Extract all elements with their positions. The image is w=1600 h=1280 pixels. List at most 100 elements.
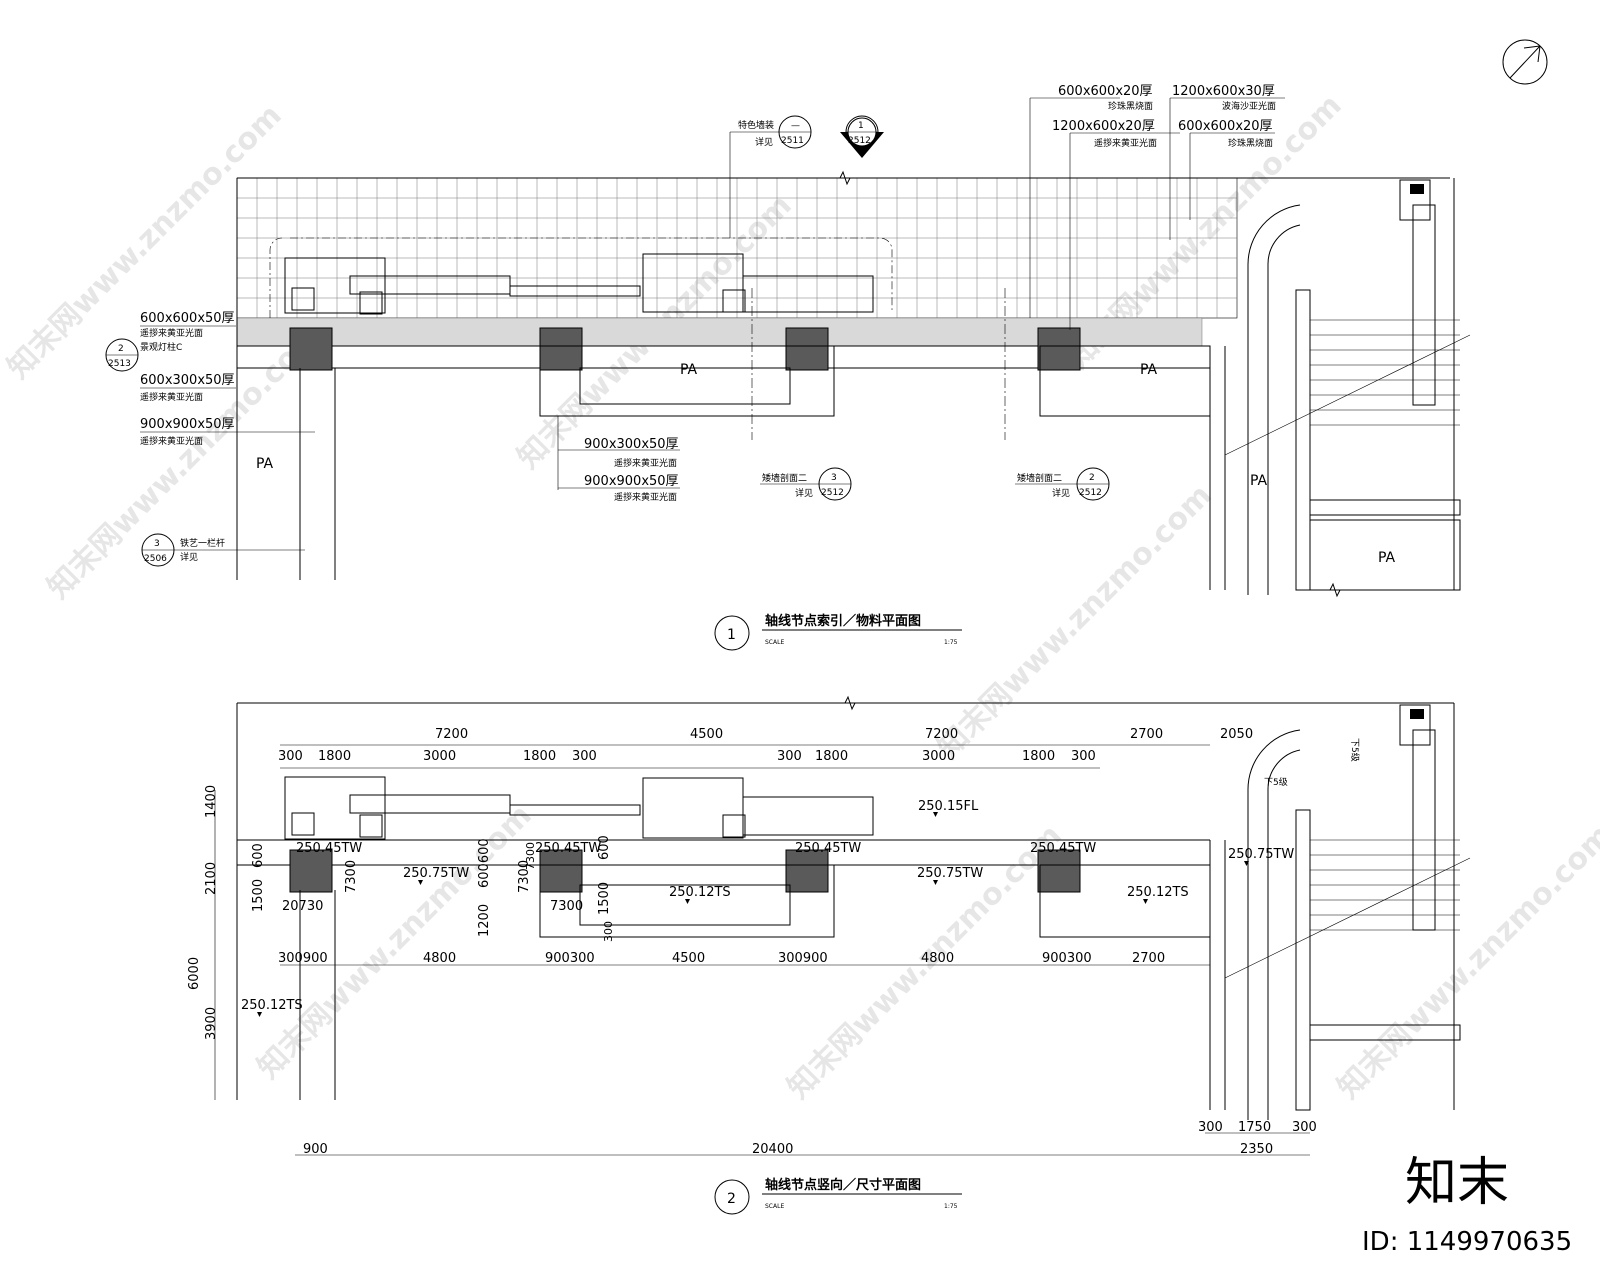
ref-label: 详见 — [1052, 487, 1070, 499]
material-callouts-center: 900x300x50厚 遥拶来黄亚光面 900x900x50厚 遥拶来黄亚光面 — [557, 416, 680, 503]
pillar-icon — [785, 849, 829, 893]
stair-treads — [1310, 839, 1460, 931]
ref-label: 详见 — [180, 551, 198, 563]
level-text: 250.15FL — [918, 799, 979, 814]
dim-text: 3000 — [922, 749, 955, 764]
dim-text: 4500 — [690, 727, 723, 742]
level-text: 250.75TW — [1228, 847, 1294, 862]
ref-sheet: 2506 — [144, 554, 167, 564]
ref-sheet: 2513 — [108, 359, 131, 369]
plan-number: 2 — [727, 1191, 736, 1207]
dim-text: 3900 — [204, 1007, 219, 1040]
pillar-icon — [539, 327, 583, 371]
material-spec: 600x300x50厚 — [140, 373, 235, 388]
paving-grid-lines — [237, 178, 1237, 318]
dim-text: 2350 — [1240, 1142, 1273, 1157]
level-text: 250.12TS — [1127, 885, 1189, 900]
dim-text: 7200 — [925, 727, 958, 742]
dim-text: 2050 — [1220, 727, 1253, 742]
dim-text: 20730 — [282, 899, 323, 914]
material-note: 遥拶来黄亚光面 — [1094, 137, 1157, 149]
area-label: PA — [680, 362, 698, 378]
dim-text: 20400 — [752, 1142, 793, 1157]
watermark-text: 知末网www.znzmo.com — [1331, 818, 1600, 1106]
dim-text: 3000 — [423, 749, 456, 764]
material-note: 珍珠黑烧面 — [1108, 100, 1153, 112]
dim-text: 1800 — [318, 749, 351, 764]
level-text: 250.75TW — [917, 866, 983, 881]
scale-label: SCALE — [765, 1203, 784, 1210]
dim-text: 900300 — [545, 951, 595, 966]
material-note: 遥拶来黄亚光面 — [614, 491, 677, 503]
ref-number: 1 — [858, 121, 864, 131]
material-spec: 1200x600x20厚 — [1052, 119, 1155, 134]
dim-text: 600600 — [477, 838, 492, 888]
dim-text: 600 — [251, 843, 266, 868]
ref-label: 铁艺一栏杆 — [180, 537, 225, 549]
level-text: 250.75TW — [403, 866, 469, 881]
material-note: 遥拶来黄亚光面 — [614, 457, 677, 469]
dim-text: 600 — [597, 835, 612, 860]
dim-text: 1500 — [251, 879, 266, 912]
material-note: 遥拶来黄亚光面 — [140, 327, 203, 339]
plan-2-title-block: 2 轴线节点竖向／尺寸平面图 SCALE 1:75 — [714, 1177, 962, 1215]
level-text: 250.45TW — [296, 841, 362, 856]
plan-title: 轴线节点索引／物料平面图 — [765, 613, 921, 629]
level-text: 250.12TS — [669, 885, 731, 900]
dim-text: 300 — [602, 921, 615, 942]
material-note: 遥拶来黄亚光面 — [140, 391, 203, 403]
ref-label: 矮墙剖面二 — [762, 472, 807, 484]
dim-text: 6000 — [187, 957, 202, 990]
dim-text: 7300 — [344, 860, 359, 893]
dim-text: 300 — [1198, 1120, 1223, 1135]
ref-sheet: 2511 — [781, 136, 804, 146]
dim-text: 7300 — [524, 842, 537, 870]
material-spec: 900x900x50厚 — [140, 417, 235, 432]
dim-text: 7200 — [435, 727, 468, 742]
dim-text: 900 — [303, 1142, 328, 1157]
dim-text: 2700 — [1130, 727, 1163, 742]
dim-text: 1200 — [477, 904, 492, 937]
area-label: PA — [1378, 550, 1396, 566]
level-text: 250.45TW — [1030, 841, 1096, 856]
material-spec: 900x300x50厚 — [584, 437, 679, 452]
section-marker: 1 2512 — [840, 115, 884, 158]
level-text: 250.45TW — [795, 841, 861, 856]
plan-2: 7200 4500 7200 2700 2050 300 1800 3000 1… — [187, 695, 1471, 1215]
feature-wall-outline — [269, 237, 893, 318]
pillar-icon — [539, 849, 583, 893]
ref-label: 矮墙剖面二 — [1017, 472, 1062, 484]
dim-text: 4800 — [921, 951, 954, 966]
dim-text: 7300 — [550, 899, 583, 914]
dim-text: 300 — [1292, 1120, 1317, 1135]
plan-number: 1 — [727, 627, 736, 643]
dim-text: 2100 — [204, 862, 219, 895]
plan-title: 轴线节点竖向／尺寸平面图 — [765, 1177, 921, 1193]
section-reference: 2 2512 矮墙剖面二 详见 — [1015, 467, 1110, 501]
plan-1: PA PA PA PA PA 600x600x50厚 遥拶来黄亚光面 景观灯柱C… — [105, 84, 1471, 651]
ref-label: 特色墙装 — [738, 119, 774, 131]
watermark-text: 知末网www.znzmo.com — [251, 798, 539, 1086]
watermark-id: ID: 1149970635 — [1362, 1227, 1572, 1257]
material-note: 遥拶来黄亚光面 — [140, 435, 203, 447]
pillar-icon — [1037, 849, 1081, 893]
ref-number: 3 — [831, 473, 837, 483]
area-label: PA — [1140, 362, 1158, 378]
pillar-icon — [289, 327, 333, 371]
scale-label: SCALE — [765, 639, 784, 646]
material-callouts-left: 600x600x50厚 遥拶来黄亚光面 景观灯柱C 600x300x50厚 遥拶… — [140, 311, 315, 447]
material-note: 景观灯柱C — [140, 341, 182, 353]
dim-text: 4800 — [423, 951, 456, 966]
material-spec: 1200x600x30厚 — [1172, 84, 1275, 99]
area-label: PA — [256, 456, 274, 472]
ref-number: — — [791, 121, 800, 131]
dim-text: 1750 — [1238, 1120, 1271, 1135]
dim-text: 1800 — [1022, 749, 1055, 764]
dim-text: 300 — [278, 749, 303, 764]
ref-number: 2 — [1089, 473, 1095, 483]
watermark-text: 知末网www.znzmo.com — [931, 478, 1219, 766]
level-text: 250.12TS — [241, 998, 303, 1013]
ref-sheet: 2512 — [821, 488, 844, 498]
stair-label: 下5级 — [1349, 738, 1361, 762]
